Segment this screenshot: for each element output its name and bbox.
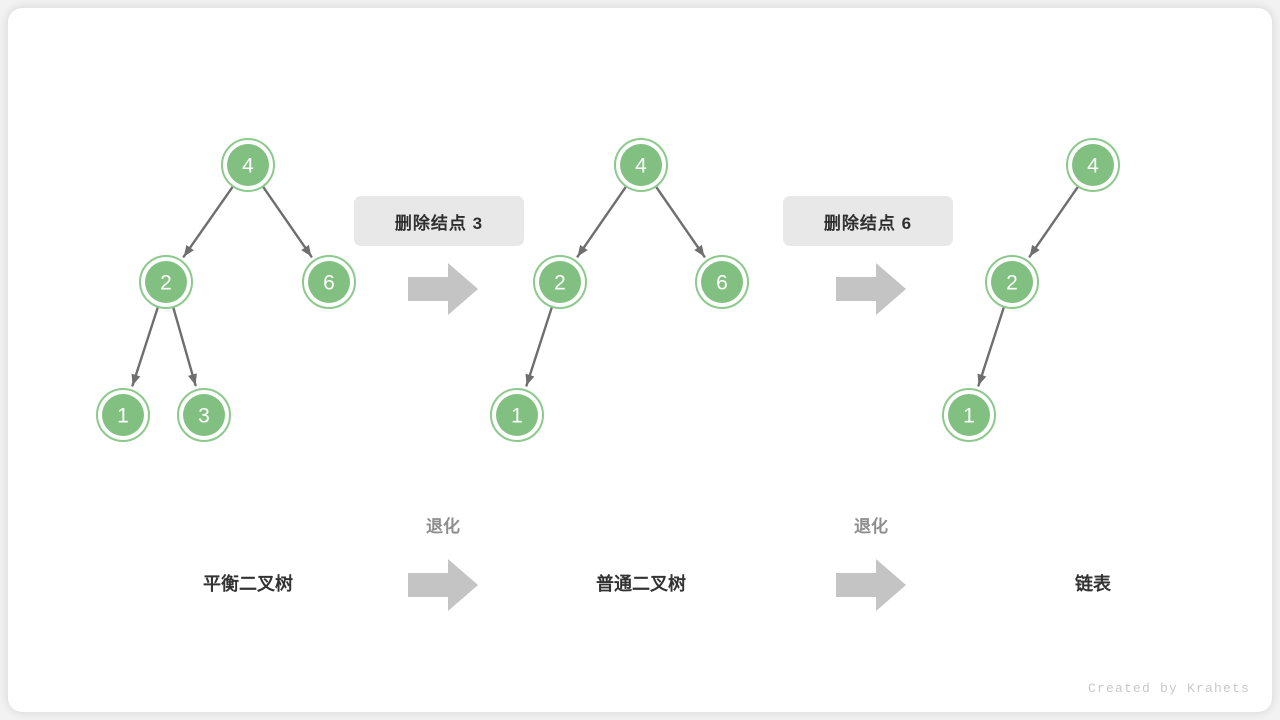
operation-box-delete-3: 删除结点 3 [354,196,524,246]
node-fill [145,261,187,303]
tree-node[interactable]: 2 [985,255,1039,309]
transition-arrow-bottom-1 [408,556,478,614]
tree-node[interactable]: 4 [221,138,275,192]
tree-edge [182,185,234,258]
node-fill [948,394,990,436]
tree-edge [655,185,706,258]
tree-edge [977,306,1005,387]
edge-arrowhead [977,373,987,386]
node-value-label: 4 [635,155,647,178]
tree-node[interactable]: 3 [177,388,231,442]
operation-label: 删除结点 6 [823,213,913,233]
node-fill [539,261,581,303]
tree-edge [131,306,159,387]
node-value-label: 1 [117,405,129,428]
tree-node[interactable]: 1 [490,388,544,442]
tree-node[interactable]: 6 [302,255,356,309]
tree-edge [172,306,197,387]
tree-node[interactable]: 1 [942,388,996,442]
node-fill [227,144,269,186]
transition-arrow-top-1 [408,260,478,318]
tree-node[interactable]: 4 [1066,138,1120,192]
transition-arrow-bottom-2 [836,556,906,614]
node-fill [701,261,743,303]
edge-arrowhead [301,244,312,257]
edge-arrowhead [131,373,141,386]
tree-edge [1028,185,1079,258]
edge-arrowhead [1029,244,1040,257]
node-fill [496,394,538,436]
tree-edge [262,185,313,258]
node-value-label: 6 [716,272,728,295]
node-value-label: 1 [511,405,523,428]
nodes-layer: 4 2 6 1 3 4 2 6 1 4 2 1 [96,138,1120,442]
tree-node[interactable]: 6 [695,255,749,309]
edge-arrowhead [188,373,197,386]
operation-label: 删除结点 3 [394,213,484,233]
tree-node[interactable]: 1 [96,388,150,442]
edges-layer [131,185,1079,387]
edge-arrowhead [525,373,535,386]
node-fill [102,394,144,436]
tree-edge [576,185,627,258]
stage-label-balanced: 平衡二叉树 [203,574,293,594]
edge-arrowhead [577,244,588,257]
node-fill [1072,144,1114,186]
node-fill [308,261,350,303]
node-value-label: 3 [198,405,210,428]
node-value-label: 2 [160,272,172,295]
node-value-label: 6 [323,272,335,295]
tree-node[interactable]: 2 [533,255,587,309]
node-fill [620,144,662,186]
tree-edge [525,306,553,387]
edge-arrowhead [694,244,705,257]
node-value-label: 1 [963,405,975,428]
stage-label-ordinary: 普通二叉树 [596,574,686,594]
node-value-label: 4 [242,155,254,178]
degeneration-label-2: 退化 [854,517,888,536]
tree-diagram-svg: 4 2 6 1 3 4 2 6 1 4 2 1 [96,138,1120,442]
credit-text: Created by Krahets [1087,681,1250,696]
transition-arrow-top-2 [836,260,906,318]
node-fill [991,261,1033,303]
node-fill [183,394,225,436]
edge-arrowhead [183,244,194,257]
tree-node[interactable]: 2 [139,255,193,309]
diagram-card: 4 2 6 1 3 4 2 6 1 4 2 1 删除结点 3 删除结点 6 退化 退化 平衡二叉树 普通二… [8,8,1272,712]
operation-box-delete-6: 删除结点 6 [783,196,953,246]
tree-node[interactable]: 4 [614,138,668,192]
stage-label-list: 链表 [1075,574,1111,594]
node-value-label: 4 [1087,155,1099,178]
node-value-label: 2 [554,272,566,295]
node-value-label: 2 [1006,272,1018,295]
degeneration-label-1: 退化 [426,517,460,536]
